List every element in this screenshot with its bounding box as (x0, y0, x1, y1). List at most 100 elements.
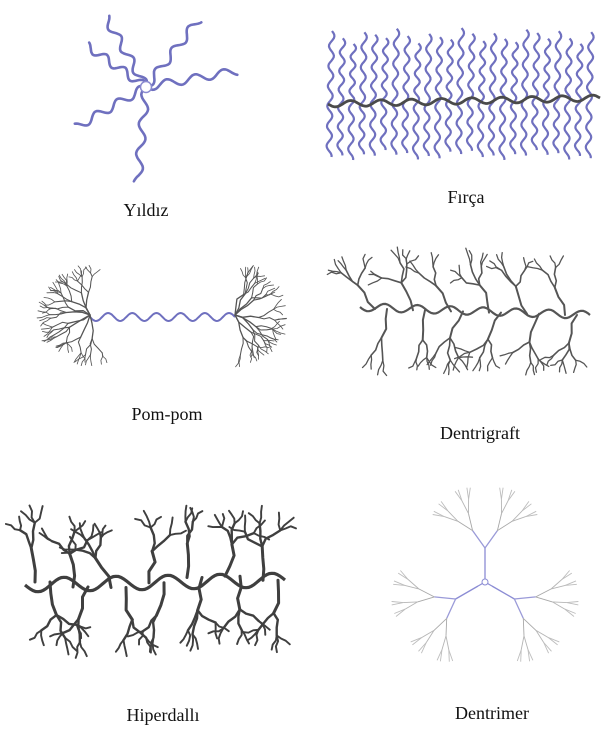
hyperbranched-branch (6, 524, 20, 530)
dendrigraft-graft (382, 278, 402, 283)
star-polymer-drawing (60, 0, 280, 185)
pompom-backbone (90, 313, 235, 321)
dendrigraft-graft (530, 342, 531, 363)
dendrimer-branch (442, 636, 446, 650)
brush-backbone (328, 95, 600, 107)
star-core (141, 82, 152, 93)
pompom-branch (264, 341, 274, 342)
brush-side-chain (445, 100, 451, 152)
dendrigraft-graft (574, 360, 577, 372)
pompom-branch (254, 294, 271, 300)
hyperbranched-branch (31, 548, 35, 582)
dendrimer-drawing (365, 460, 605, 695)
dendrigraft-graft (542, 270, 555, 287)
label-pompom: Pom-pom (131, 404, 202, 425)
brush-side-chain (478, 101, 484, 157)
brush-side-chain (339, 38, 346, 103)
hyperbranched-branch (235, 511, 243, 523)
dendrigraft-graft (513, 342, 530, 353)
star-arm (146, 22, 201, 87)
dendrimer-branch (552, 602, 564, 609)
brush-side-chain (381, 98, 387, 150)
dendrigraft-graft (401, 283, 413, 310)
dendrimer-branch (456, 586, 479, 599)
pompom-branch (89, 265, 92, 276)
dendrimer-branch (485, 531, 497, 548)
brush-side-chain (575, 104, 581, 156)
hyperbranched-branch (238, 576, 242, 609)
pompom-branch (45, 302, 55, 305)
star-arm (146, 69, 237, 90)
brush-side-chain (425, 34, 432, 104)
dendrigraft-graft (516, 271, 525, 287)
pompom-branch (91, 355, 92, 366)
dendrigraft-graft (431, 253, 433, 267)
brush-side-chain (489, 103, 495, 155)
brush-side-chain (479, 41, 486, 101)
hyperbranched-branch (60, 548, 76, 550)
dendrimer-branch (455, 491, 462, 501)
brush-side-chain (576, 44, 583, 104)
dendrigraft-graft (531, 363, 535, 375)
pompom-branch (78, 337, 81, 353)
dendrigraft-graft (450, 360, 459, 372)
dendrigraft-graft (409, 358, 417, 368)
dendrigraft-graft (368, 278, 381, 285)
label-dendrimer: Dentrimer (455, 703, 529, 724)
hyperbranched-branch (237, 630, 242, 644)
pompom-branch (271, 294, 283, 297)
pompom-polymer-drawing (10, 255, 310, 390)
dendrigraft-graft (371, 338, 381, 355)
dendrigraft-polymer-figure (355, 235, 595, 390)
hyperbranched-branch (262, 530, 280, 546)
hyperbranched-branch (225, 544, 234, 576)
brush-side-chain (499, 104, 505, 160)
brush-side-chain (544, 39, 551, 99)
hyperbranched-branch (187, 544, 189, 578)
hyperbranched-branch (260, 523, 263, 546)
brush-side-chain (382, 38, 389, 98)
dendrimer-branch (405, 602, 417, 609)
brush-side-chain (532, 98, 538, 150)
hyperbranched-branch (35, 506, 43, 523)
pompom-branch (92, 339, 102, 353)
hyperbranched-branch (85, 538, 96, 558)
dendrigraft-graft (358, 285, 375, 309)
label-hyperbranched: Hiperdallı (127, 705, 200, 726)
hyperbranched-branch (260, 506, 262, 523)
hyperbranched-branch (41, 630, 44, 645)
pompom-branch (43, 323, 53, 327)
dendrigraft-graft (550, 256, 556, 268)
hyperbranched-core-chain (25, 573, 285, 591)
hyperbranched-branch (31, 523, 35, 549)
dendrimer-branch (552, 602, 566, 603)
dendrimer-branch (514, 597, 535, 599)
brush-polymer-drawing (320, 20, 605, 170)
hyperbranched-branch (198, 578, 202, 611)
brush-polymer-figure (320, 20, 605, 170)
dendrigraft-graft (451, 278, 462, 283)
dendrigraft-graft (423, 340, 428, 358)
dendrimer-branch (446, 636, 449, 650)
brush-side-chain (414, 43, 421, 103)
dendrimer-branch (567, 602, 579, 603)
hyperbranched-branch (262, 546, 264, 580)
brush-side-chain (490, 33, 497, 103)
hyperbranched-branch (249, 513, 260, 523)
star-arm (75, 86, 146, 125)
pompom-branch (274, 309, 283, 315)
brush-side-chain (436, 37, 443, 102)
pompom-branch (274, 299, 282, 309)
dendrimer-branch (446, 618, 447, 636)
dendrigraft-graft (358, 268, 365, 285)
pompom-branch (42, 308, 52, 313)
dendrigraft-graft (471, 265, 480, 285)
pompom-branch (241, 269, 246, 278)
hyperbranched-branch (274, 580, 279, 613)
dendrimer-branch (418, 597, 435, 602)
dendrimer-branch (548, 638, 559, 642)
dendrigraft-graft (382, 338, 383, 361)
dendrigraft-graft (459, 357, 473, 358)
dendrimer-branch (403, 602, 417, 603)
dendrigraft-graft (467, 352, 470, 368)
